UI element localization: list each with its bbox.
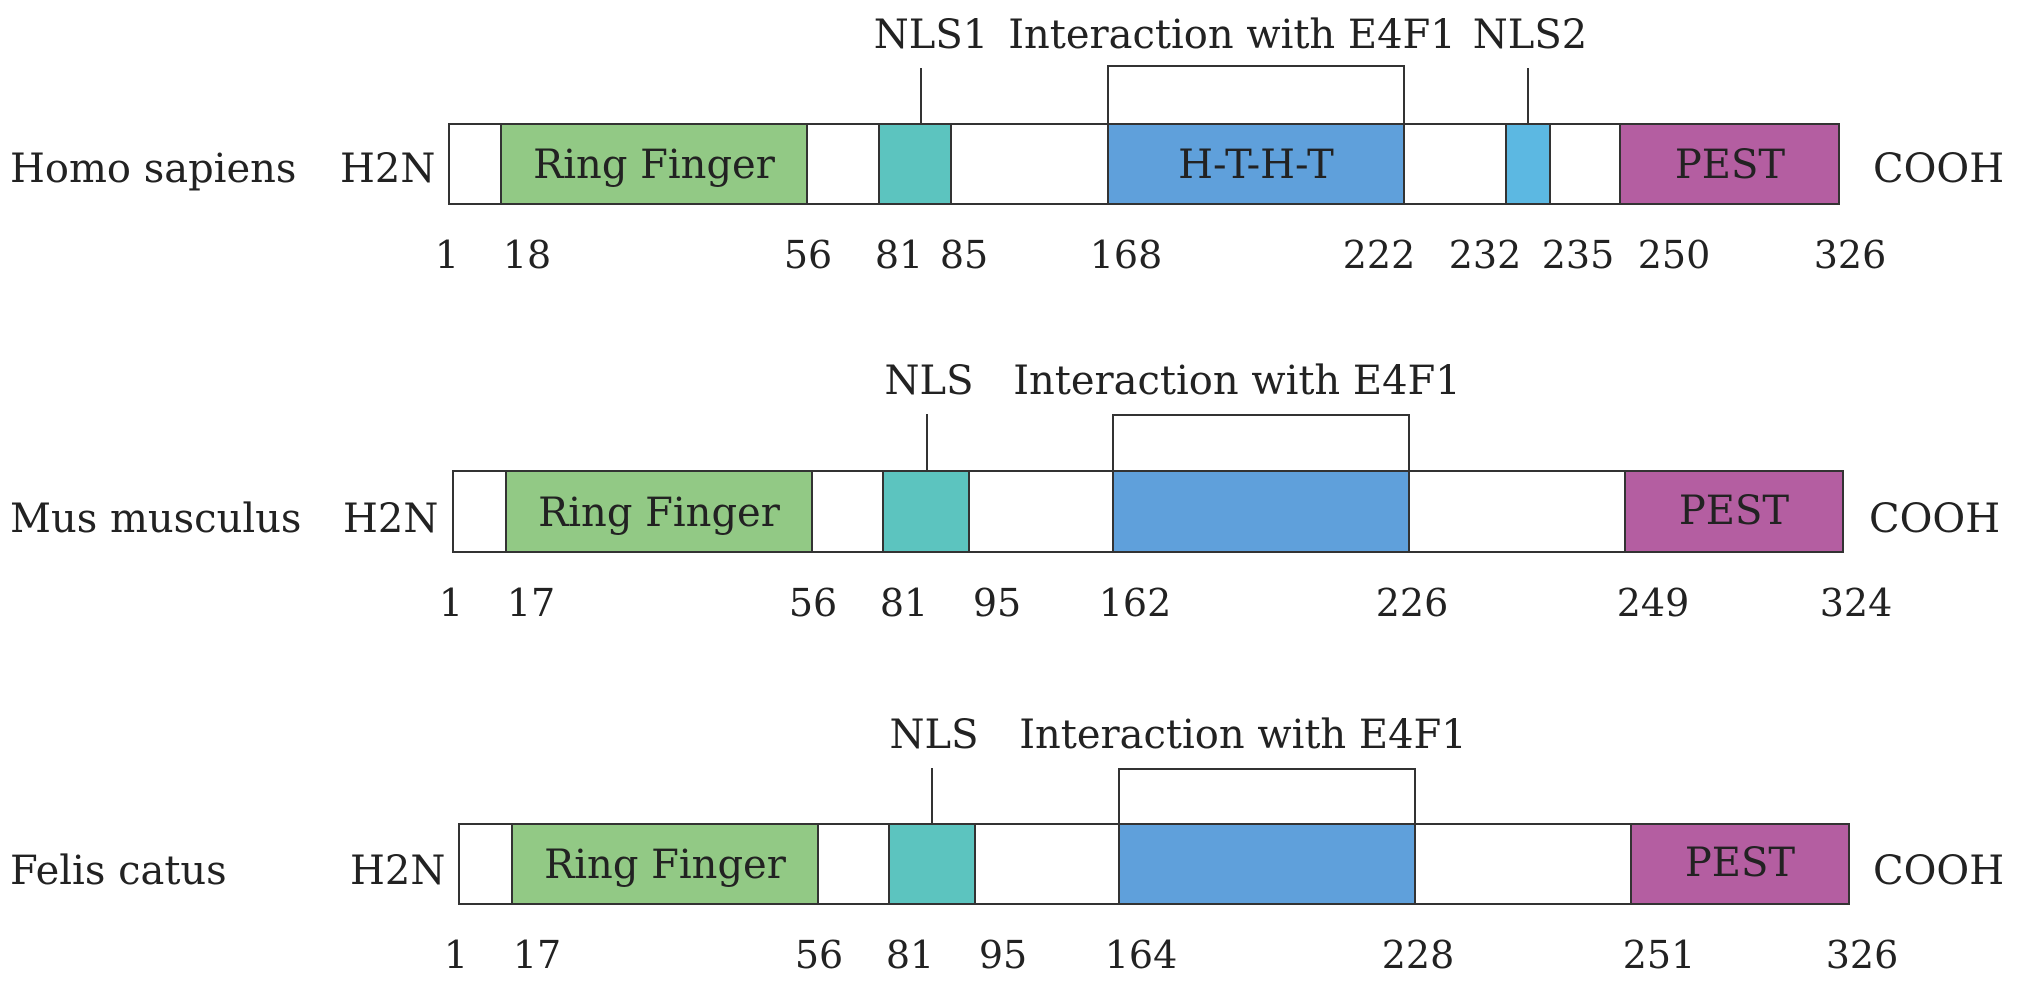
- nls-domain: [888, 823, 976, 905]
- hthth-label: H-T-H-T: [1178, 142, 1334, 188]
- position-label: 326: [1814, 233, 1887, 277]
- species-label: Felis catus: [10, 848, 227, 894]
- interaction-bracket: [1107, 65, 1405, 124]
- position-label: 81: [880, 581, 928, 625]
- position-label: 17: [513, 933, 561, 977]
- position-labels: 1 18 56 81 85 168 222 232 235 250 326: [435, 233, 1886, 277]
- position-label: 249: [1617, 581, 1690, 625]
- pest-domain: [1619, 123, 1840, 205]
- nls-label: NLS: [885, 358, 974, 404]
- position-label: 324: [1820, 581, 1893, 625]
- position-label: 235: [1542, 233, 1615, 277]
- interaction-domain: [1118, 823, 1416, 905]
- position-label: 168: [1090, 233, 1163, 277]
- nls2-label: NLS2: [1473, 12, 1587, 58]
- pest-label: PEST: [1675, 142, 1786, 188]
- position-label: 1: [435, 233, 459, 277]
- position-label: 56: [789, 581, 837, 625]
- ring-finger-label: Ring Finger: [533, 142, 776, 188]
- c-terminus-label: COOH: [1873, 146, 2004, 192]
- ring-finger-label: Ring Finger: [538, 490, 781, 536]
- position-label: 81: [886, 933, 934, 977]
- n-terminus-label: H2N: [340, 146, 435, 192]
- position-label: 1: [444, 933, 468, 977]
- position-label: 17: [507, 581, 555, 625]
- nls-label: NLS: [890, 712, 979, 758]
- interaction-domain: [1112, 470, 1410, 553]
- position-label: 95: [979, 933, 1027, 977]
- interaction-label: Interaction with E4F1: [1019, 712, 1467, 758]
- ring-finger-domain: [505, 470, 813, 553]
- n-terminus-label: H2N: [350, 848, 445, 894]
- species-label: Mus musculus: [10, 496, 301, 542]
- position-label: 228: [1382, 933, 1455, 977]
- nls-domain: [882, 470, 970, 553]
- position-label: 226: [1376, 581, 1449, 625]
- interaction-label: Interaction with E4F1: [1013, 358, 1461, 404]
- nls1-label: NLS1: [874, 12, 988, 58]
- position-label: 250: [1638, 233, 1711, 277]
- nls1-domain: [878, 123, 952, 205]
- position-labels: 1 17 56 81 95 162 226 249 324: [439, 581, 1892, 625]
- position-label: 222: [1343, 233, 1416, 277]
- n-terminus-label: H2N: [343, 496, 438, 542]
- position-labels: 1 17 56 81 95 164 228 251 326: [444, 933, 1898, 977]
- position-label: 162: [1099, 581, 1172, 625]
- hthth-domain: [1107, 123, 1405, 205]
- position-label: 232: [1449, 233, 1522, 277]
- position-label: 81: [875, 233, 923, 277]
- position-label: 56: [784, 233, 832, 277]
- interaction-bracket: [1112, 414, 1410, 471]
- ring-finger-domain: [511, 823, 819, 905]
- row-homo-sapiens: Homo sapiens H2N Ring Finger NLS1 H-T-H-…: [10, 12, 2004, 277]
- position-label: 1: [439, 581, 463, 625]
- c-terminus-label: COOH: [1873, 848, 2004, 894]
- interaction-bracket: [1118, 768, 1416, 824]
- position-label: 326: [1826, 933, 1899, 977]
- ring-finger-label: Ring Finger: [544, 842, 787, 888]
- row-mus-musculus: Mus musculus H2N Ring Finger NLS Interac…: [10, 358, 2000, 625]
- row-felis-catus: Felis catus H2N Ring Finger NLS Interact…: [10, 712, 2004, 977]
- ring-finger-domain: [500, 123, 808, 205]
- c-terminus-label: COOH: [1869, 496, 2000, 542]
- position-label: 18: [503, 233, 551, 277]
- position-label: 95: [973, 581, 1021, 625]
- position-label: 251: [1623, 933, 1696, 977]
- interaction-label: Interaction with E4F1: [1008, 12, 1456, 58]
- pest-label: PEST: [1679, 488, 1790, 534]
- pest-domain: [1630, 823, 1850, 905]
- species-label: Homo sapiens: [10, 146, 296, 192]
- position-label: 164: [1105, 933, 1178, 977]
- position-label: 85: [940, 233, 988, 277]
- pest-domain: [1624, 470, 1844, 553]
- position-label: 56: [795, 933, 843, 977]
- nls2-domain: [1505, 123, 1551, 205]
- pest-label: PEST: [1685, 840, 1796, 886]
